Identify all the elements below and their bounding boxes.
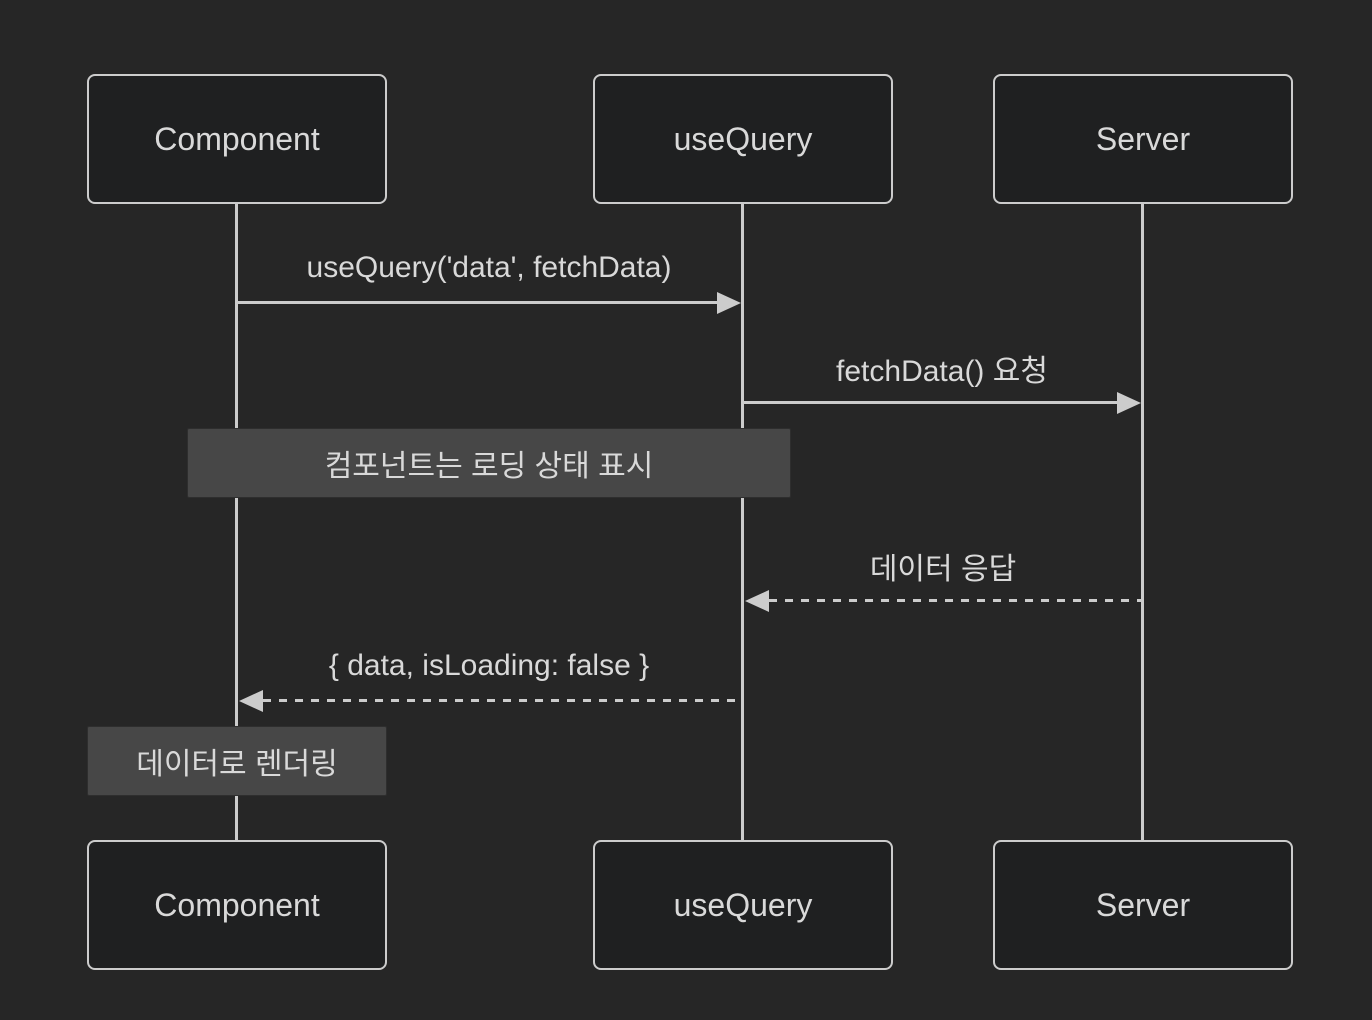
- note-label: 컴포넌트는 로딩 상태 표시: [324, 450, 654, 483]
- message-label-fetchdata-request: fetchData() 요청: [836, 355, 1048, 388]
- message-label-data-response: 데이터 응답: [869, 553, 1017, 586]
- actor-label: Server: [1095, 120, 1191, 157]
- lifeline-component: [235, 204, 238, 840]
- actor-top-server: Server: [993, 74, 1293, 204]
- actor-bottom-component: Component: [87, 840, 387, 970]
- message-line: [237, 301, 719, 304]
- note-render-data: 데이터로 렌더링: [87, 726, 387, 796]
- actor-top-usequery: useQuery: [593, 74, 893, 204]
- message-label-usequery-call: useQuery('data', fetchData): [306, 251, 672, 284]
- message-label-result-object: { data, isLoading: false }: [328, 649, 650, 682]
- message-line: [769, 599, 1141, 602]
- actor-bottom-usequery: useQuery: [593, 840, 893, 970]
- note-label: 데이터로 렌더링: [136, 748, 338, 781]
- actor-label: Component: [154, 886, 320, 923]
- arrowhead-right-icon: [1117, 392, 1141, 414]
- lifeline-usequery: [741, 204, 744, 840]
- actor-label: Component: [154, 120, 320, 157]
- lifeline-server: [1141, 204, 1144, 840]
- actor-label: Server: [1095, 886, 1191, 923]
- arrowhead-left-icon: [239, 690, 263, 712]
- arrowhead-left-icon: [745, 590, 769, 612]
- message-line: [743, 401, 1119, 404]
- actor-bottom-server: Server: [993, 840, 1293, 970]
- message-line: [263, 699, 741, 702]
- actor-label: useQuery: [673, 886, 813, 923]
- actor-top-component: Component: [87, 74, 387, 204]
- arrowhead-right-icon: [717, 292, 741, 314]
- actor-label: useQuery: [673, 120, 813, 157]
- note-loading-state: 컴포넌트는 로딩 상태 표시: [187, 428, 791, 498]
